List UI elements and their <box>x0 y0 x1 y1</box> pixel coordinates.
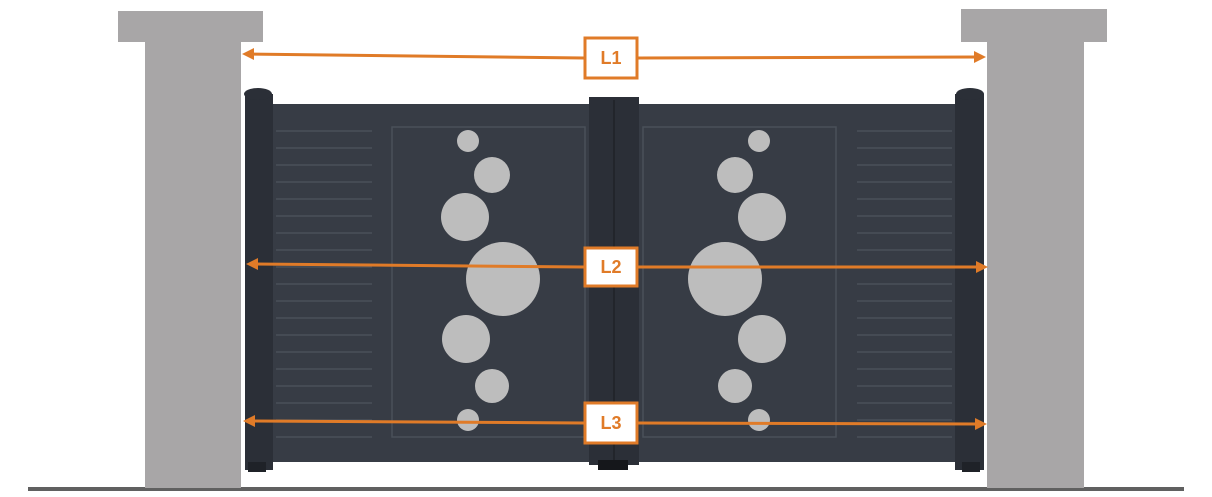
right-gate-post <box>955 94 984 470</box>
right-louvre-slats <box>857 130 952 438</box>
right-circle-pattern <box>688 130 786 431</box>
left-gate-leaf <box>273 104 591 462</box>
right-pillar <box>961 9 1107 488</box>
dimension-l2: L2 <box>246 246 988 288</box>
left-gate-post <box>245 94 273 470</box>
l2-label-box <box>583 246 639 288</box>
dimension-l3: L3 <box>243 401 987 445</box>
l2-label: L2 <box>600 257 621 277</box>
left-circle-pattern <box>441 130 540 431</box>
left-pillar <box>118 11 263 488</box>
right-gate-leaf <box>636 104 955 462</box>
l3-label-box <box>583 401 639 445</box>
l1-label-box <box>583 36 639 80</box>
l3-label: L3 <box>600 413 621 433</box>
ground-line <box>28 487 1184 491</box>
l1-label: L1 <box>600 48 621 68</box>
dimension-l1: L1 <box>242 36 986 80</box>
right-center-panel <box>642 126 837 438</box>
